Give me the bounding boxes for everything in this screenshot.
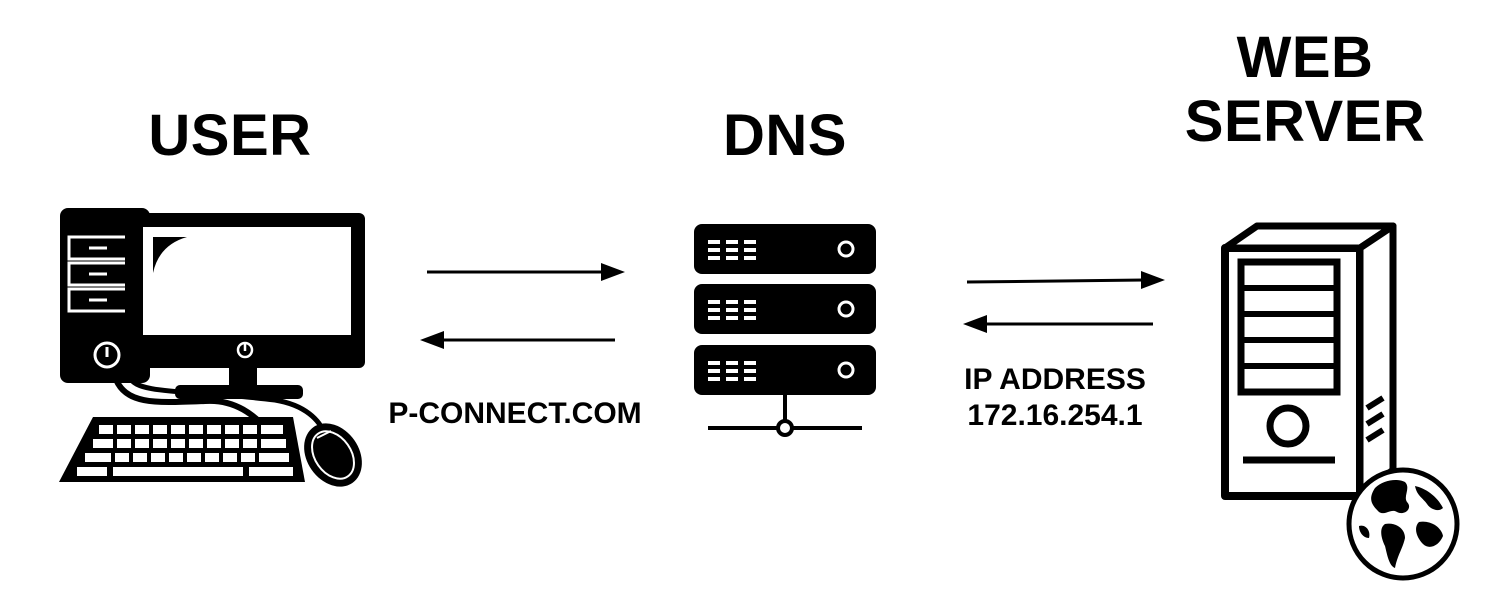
server-rack-icon: [694, 224, 876, 437]
tower-server-icon: [1221, 222, 1397, 500]
arrow-dns-to-server: [966, 271, 1165, 289]
desktop-computer-icon: [59, 208, 365, 487]
ip-address-label: IP ADDRESS 172.16.254.1: [964, 363, 1146, 432]
web-server-title: WEB SERVER: [1184, 25, 1426, 154]
globe-icon: [1346, 467, 1460, 581]
arrow-user-to-dns: [427, 263, 625, 281]
arrow-dns-to-user: [420, 331, 615, 349]
arrow-server-to-dns: [963, 315, 1153, 333]
dns-title: DNS: [723, 103, 847, 168]
user-title: USER: [148, 103, 312, 168]
domain-name-label: P-CONNECT.COM: [388, 397, 642, 430]
